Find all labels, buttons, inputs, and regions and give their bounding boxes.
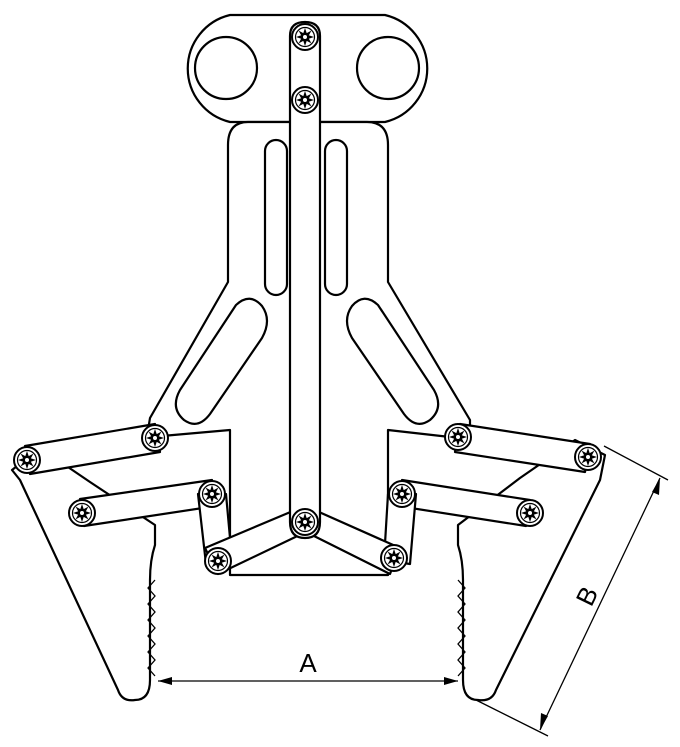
pin-icon bbox=[444, 423, 472, 451]
dimension-a-label: A bbox=[299, 648, 317, 678]
center-rod bbox=[288, 20, 322, 540]
pin-icon bbox=[388, 480, 416, 508]
pin-icon bbox=[204, 547, 232, 575]
dimension-a: A bbox=[158, 648, 458, 685]
pin-icon bbox=[516, 499, 544, 527]
pin-icon bbox=[13, 446, 41, 474]
pin-icon bbox=[291, 508, 319, 536]
pin-icon bbox=[68, 499, 96, 527]
pin-icon bbox=[198, 480, 226, 508]
pin-icon bbox=[141, 424, 169, 452]
right-jaw bbox=[456, 438, 607, 702]
pin-icon bbox=[574, 443, 602, 471]
left-jaw bbox=[10, 446, 157, 702]
pin-icon bbox=[291, 23, 319, 51]
pin-icon bbox=[380, 544, 408, 572]
pin-icon bbox=[291, 86, 319, 114]
